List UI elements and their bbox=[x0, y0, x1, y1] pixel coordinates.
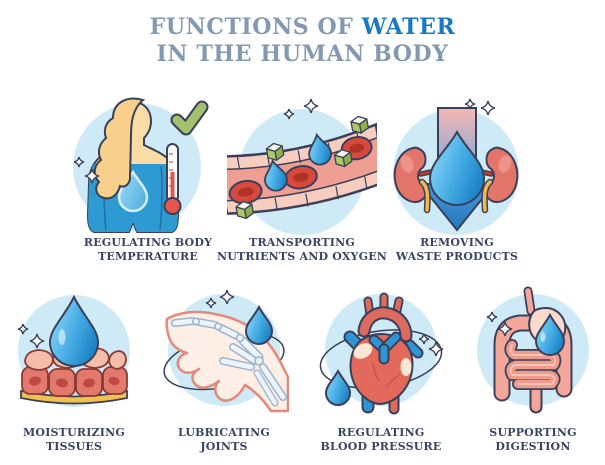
function-label-line2: DIGESTION bbox=[495, 439, 571, 453]
function-label: MOISTURIZING TISSUES bbox=[0, 426, 149, 453]
kidneys-arrow-icon bbox=[393, 98, 519, 235]
function-label-line1: REMOVING bbox=[420, 236, 494, 249]
function-label-line2: TISSUES bbox=[45, 439, 103, 453]
blood-vessel-icon bbox=[227, 98, 377, 235]
function-label: SUPPORTING DIGESTION bbox=[458, 426, 605, 453]
page-title: FUNCTIONS OF WATER IN THE HUMAN BODY bbox=[0, 14, 605, 68]
function-item-removing-waste: REMOVING WASTE PRODUCTS bbox=[367, 92, 547, 263]
function-label-line2: BLOOD PRESSURE bbox=[320, 439, 442, 453]
function-label-line1: LUBRICATING bbox=[178, 426, 270, 439]
function-label-line1: MOISTURIZING bbox=[23, 426, 125, 439]
function-label-line2: NUTRIENTS AND OXYGEN bbox=[216, 249, 388, 263]
hand-joints-icon bbox=[163, 289, 289, 413]
function-label: TRANSPORTING NUTRIENTS AND OXYGEN bbox=[212, 236, 392, 263]
tissue-drop-icon bbox=[17, 294, 130, 407]
title-highlight: WATER bbox=[361, 14, 456, 40]
function-label: REGULATING BODY TEMPERATURE bbox=[58, 236, 238, 263]
function-item-lubricating-joints: LUBRICATING JOINTS bbox=[149, 285, 299, 453]
function-item-regulating-body-temperature: REGULATING BODY TEMPERATURE bbox=[58, 92, 238, 263]
function-item-moisturizing-tissues: MOISTURIZING TISSUES bbox=[0, 285, 149, 453]
title-line2: IN THE HUMAN BODY bbox=[156, 41, 449, 67]
function-label-line2: JOINTS bbox=[200, 439, 248, 453]
function-label-line1: REGULATING BODY bbox=[83, 236, 213, 249]
function-label-line1: REGULATING bbox=[337, 426, 425, 439]
function-label: LUBRICATING JOINTS bbox=[149, 426, 299, 453]
function-label: REMOVING WASTE PRODUCTS bbox=[367, 236, 547, 263]
heart-icon bbox=[319, 292, 444, 415]
title-prefix: FUNCTIONS OF bbox=[149, 14, 354, 40]
function-label-line1: SUPPORTING bbox=[489, 426, 577, 439]
function-item-supporting-digestion: SUPPORTING DIGESTION bbox=[458, 285, 605, 453]
function-item-regulating-blood-pressure: REGULATING BLOOD PRESSURE bbox=[306, 285, 456, 453]
body-temperature-icon bbox=[73, 97, 209, 233]
function-label-line2: TEMPERATURE bbox=[98, 249, 198, 263]
function-item-transporting-nutrients: TRANSPORTING NUTRIENTS AND OXYGEN bbox=[212, 92, 392, 263]
function-label: REGULATING BLOOD PRESSURE bbox=[306, 426, 456, 453]
function-label-line2: WASTE PRODUCTS bbox=[395, 249, 519, 263]
intestines-icon bbox=[477, 286, 589, 414]
function-label-line1: TRANSPORTING bbox=[249, 236, 355, 249]
